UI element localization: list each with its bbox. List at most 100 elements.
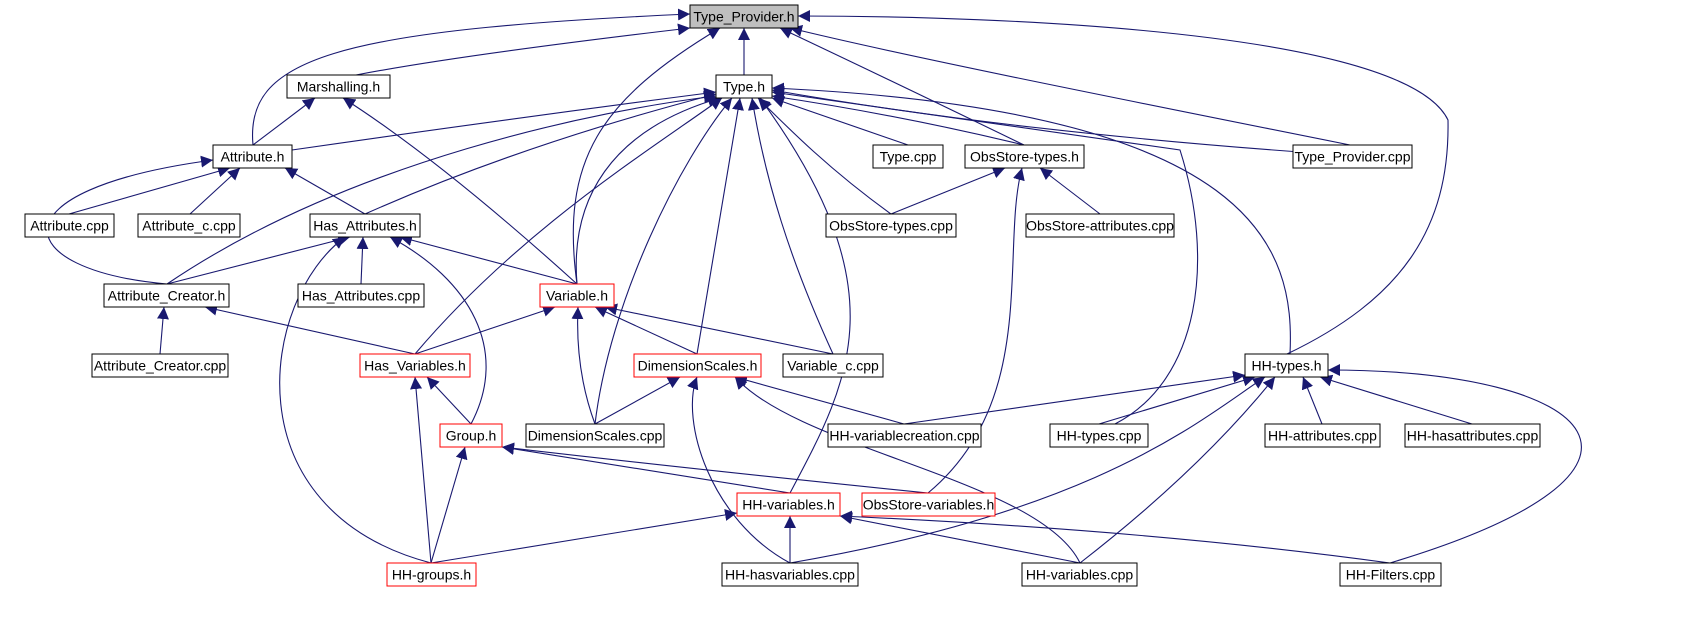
edge-layer bbox=[46, 8, 1582, 564]
node-box[interactable] bbox=[736, 492, 841, 517]
node-label[interactable]: Has_Variables.h bbox=[364, 358, 466, 374]
node-label[interactable]: Marshalling.h bbox=[297, 79, 380, 95]
node-variable-c-cpp[interactable]: Variable_c.cpp bbox=[782, 353, 884, 378]
node-box[interactable] bbox=[633, 353, 762, 378]
node-box[interactable] bbox=[1049, 423, 1149, 448]
node-label[interactable]: Has_Attributes.h bbox=[313, 218, 417, 234]
node-box[interactable] bbox=[1025, 213, 1175, 238]
node-box[interactable] bbox=[439, 423, 503, 448]
node-attribute-cpp[interactable]: Attribute.cpp bbox=[24, 213, 115, 238]
node-hh-hasvariables-cpp[interactable]: HH-hasvariables.cpp bbox=[721, 562, 859, 587]
node-label[interactable]: Attribute_Creator.h bbox=[108, 288, 226, 304]
node-has-variables-h[interactable]: Has_Variables.h bbox=[359, 353, 471, 378]
node-group-h[interactable]: Group.h bbox=[439, 423, 503, 448]
node-label[interactable]: Type.h bbox=[723, 79, 765, 95]
node-label[interactable]: HH-types.cpp bbox=[1057, 428, 1142, 444]
node-box[interactable] bbox=[359, 353, 471, 378]
node-box[interactable] bbox=[1292, 144, 1413, 169]
node-attribute-creator-cpp[interactable]: Attribute_Creator.cpp bbox=[91, 353, 229, 378]
node-box[interactable] bbox=[721, 562, 859, 587]
node-label[interactable]: Attribute.cpp bbox=[30, 218, 109, 234]
node-label[interactable]: HH-variablecreation.cpp bbox=[829, 428, 979, 444]
node-box[interactable] bbox=[24, 213, 115, 238]
node-obsstore-types-h[interactable]: ObsStore-types.h bbox=[964, 144, 1085, 169]
node-box[interactable] bbox=[525, 423, 665, 448]
node-box[interactable] bbox=[964, 144, 1085, 169]
node-box[interactable] bbox=[309, 213, 421, 238]
node-box[interactable] bbox=[689, 4, 799, 29]
node-hh-hasattributes-cpp[interactable]: HH-hasattributes.cpp bbox=[1404, 423, 1541, 448]
node-attribute-c-cpp[interactable]: Attribute_c.cpp bbox=[137, 213, 241, 238]
node-box[interactable] bbox=[1244, 353, 1329, 378]
node-hh-variablecreation-cpp[interactable]: HH-variablecreation.cpp bbox=[827, 423, 982, 448]
node-label[interactable]: HH-groups.h bbox=[392, 567, 471, 583]
node-box[interactable] bbox=[1339, 562, 1442, 587]
node-type-provider-h[interactable]: Type_Provider.h bbox=[689, 4, 799, 29]
node-type-provider-cpp[interactable]: Type_Provider.cpp bbox=[1292, 144, 1413, 169]
node-label[interactable]: HH-types.h bbox=[1251, 358, 1321, 374]
node-box[interactable] bbox=[386, 562, 477, 587]
node-attribute-h[interactable]: Attribute.h bbox=[212, 144, 293, 169]
node-obsstore-types-cpp[interactable]: ObsStore-types.cpp bbox=[825, 213, 957, 238]
node-dimensionscales-h[interactable]: DimensionScales.h bbox=[633, 353, 762, 378]
node-label[interactable]: ObsStore-types.cpp bbox=[829, 218, 953, 234]
node-hh-attributes-cpp[interactable]: HH-attributes.cpp bbox=[1264, 423, 1381, 448]
node-has-attributes-h[interactable]: Has_Attributes.h bbox=[309, 213, 421, 238]
node-label[interactable]: Attribute.h bbox=[221, 149, 285, 165]
node-variable-h[interactable]: Variable.h bbox=[539, 283, 615, 308]
node-hh-types-h[interactable]: HH-types.h bbox=[1244, 353, 1329, 378]
node-obsstore-attributes-cpp[interactable]: ObsStore-attributes.cpp bbox=[1025, 213, 1175, 238]
node-label[interactable]: HH-attributes.cpp bbox=[1268, 428, 1377, 444]
node-box[interactable] bbox=[1264, 423, 1381, 448]
node-label[interactable]: Group.h bbox=[446, 428, 497, 444]
node-box[interactable] bbox=[103, 283, 230, 308]
node-box[interactable] bbox=[715, 74, 773, 99]
node-attribute-creator-h[interactable]: Attribute_Creator.h bbox=[103, 283, 230, 308]
node-box[interactable] bbox=[212, 144, 293, 169]
edge-hh-filters-cpp-to-hh-types-h bbox=[1327, 364, 1582, 564]
node-box[interactable] bbox=[1021, 562, 1138, 587]
node-label[interactable]: HH-hasattributes.cpp bbox=[1407, 428, 1539, 444]
node-dimensionscales-cpp[interactable]: DimensionScales.cpp bbox=[525, 423, 665, 448]
node-label[interactable]: HH-hasvariables.cpp bbox=[725, 567, 855, 583]
node-label[interactable]: Has_Attributes.cpp bbox=[302, 288, 420, 304]
node-box[interactable] bbox=[782, 353, 884, 378]
node-label[interactable]: Type_Provider.cpp bbox=[1295, 149, 1411, 165]
node-box[interactable] bbox=[872, 144, 944, 169]
node-label[interactable]: Type.cpp bbox=[880, 149, 937, 165]
node-box[interactable] bbox=[827, 423, 982, 448]
edge-line bbox=[571, 306, 596, 425]
node-box[interactable] bbox=[861, 492, 996, 517]
node-obsstore-variables-h[interactable]: ObsStore-variables.h bbox=[861, 492, 996, 517]
node-type-cpp[interactable]: Type.cpp bbox=[872, 144, 944, 169]
node-label[interactable]: ObsStore-types.h bbox=[970, 149, 1079, 165]
node-has-attributes-cpp[interactable]: Has_Attributes.cpp bbox=[297, 283, 425, 308]
node-box[interactable] bbox=[825, 213, 957, 238]
node-marshalling-h[interactable]: Marshalling.h bbox=[286, 74, 391, 99]
edge-obsstore-types-h-to-type-h bbox=[771, 91, 1025, 146]
node-hh-groups-h[interactable]: HH-groups.h bbox=[386, 562, 477, 587]
node-label[interactable]: DimensionScales.h bbox=[638, 358, 758, 374]
node-box[interactable] bbox=[1404, 423, 1541, 448]
node-label[interactable]: Attribute_Creator.cpp bbox=[94, 358, 227, 374]
node-label[interactable]: HH-variables.h bbox=[742, 497, 835, 513]
node-label[interactable]: Attribute_c.cpp bbox=[142, 218, 236, 234]
node-box[interactable] bbox=[297, 283, 425, 308]
node-hh-types-cpp[interactable]: HH-types.cpp bbox=[1049, 423, 1149, 448]
node-box[interactable] bbox=[91, 353, 229, 378]
node-label[interactable]: Type_Provider.h bbox=[693, 9, 794, 25]
node-label[interactable]: Variable_c.cpp bbox=[787, 358, 879, 374]
node-label[interactable]: HH-variables.cpp bbox=[1026, 567, 1134, 583]
node-label[interactable]: HH-Filters.cpp bbox=[1346, 567, 1436, 583]
node-box[interactable] bbox=[539, 283, 615, 308]
node-hh-variables-cpp[interactable]: HH-variables.cpp bbox=[1021, 562, 1138, 587]
node-label[interactable]: ObsStore-variables.h bbox=[863, 497, 995, 513]
node-type-h[interactable]: Type.h bbox=[715, 74, 773, 99]
node-label[interactable]: ObsStore-attributes.cpp bbox=[1026, 218, 1174, 234]
node-label[interactable]: DimensionScales.cpp bbox=[528, 428, 663, 444]
node-box[interactable] bbox=[286, 74, 391, 99]
node-label[interactable]: Variable.h bbox=[546, 288, 608, 304]
node-hh-variables-h[interactable]: HH-variables.h bbox=[736, 492, 841, 517]
node-box[interactable] bbox=[137, 213, 241, 238]
node-hh-filters-cpp[interactable]: HH-Filters.cpp bbox=[1339, 562, 1442, 587]
